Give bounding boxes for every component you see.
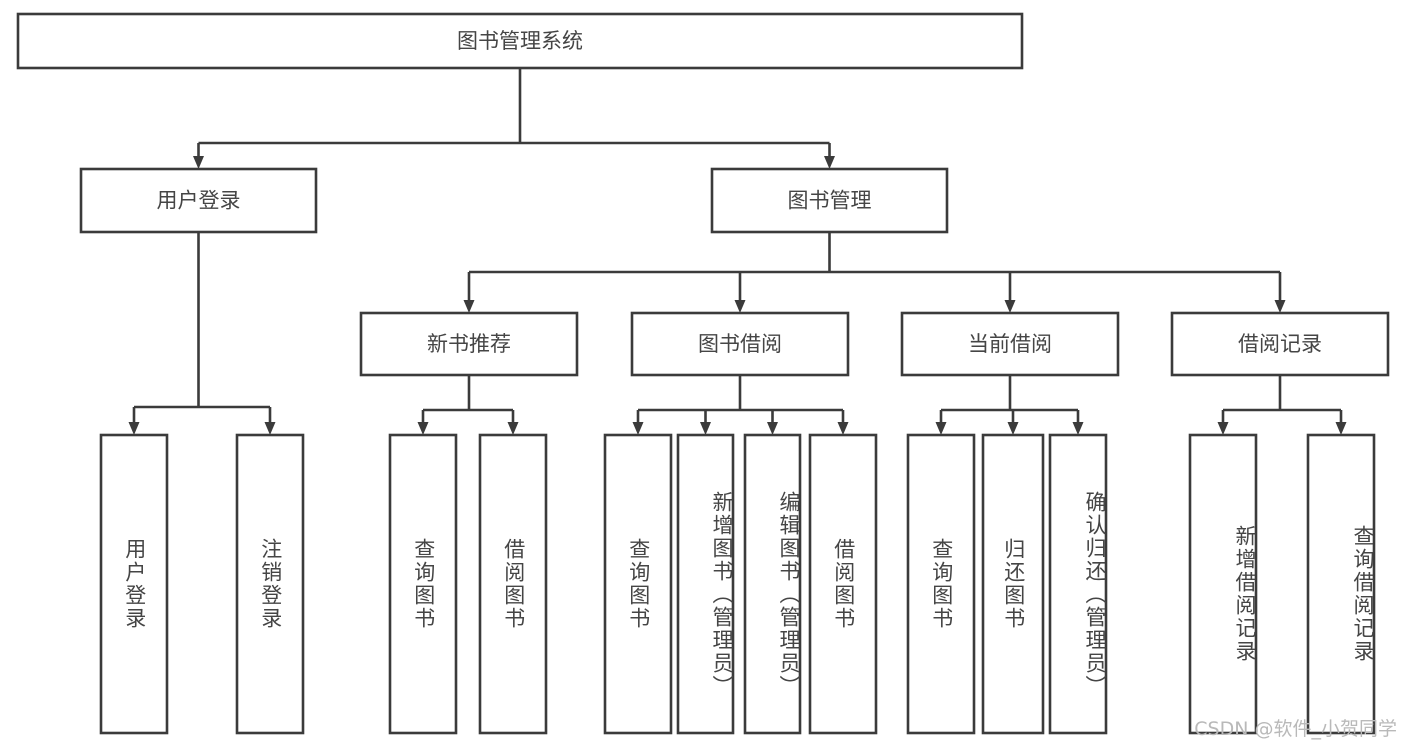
node-label-book-manage: 图书管理 bbox=[788, 189, 872, 213]
node-leaf-query-book-1[interactable] bbox=[388, 433, 458, 735]
node-user-login[interactable]: 用户登录 bbox=[79, 167, 318, 234]
node-label-user-login: 用户登录 bbox=[157, 189, 241, 213]
node-box-leaf-borrow-book-1 bbox=[478, 433, 548, 735]
arrow-head bbox=[1007, 422, 1019, 435]
node-box-user-login bbox=[79, 167, 318, 234]
node-box-leaf-query-book-2 bbox=[603, 433, 673, 735]
arrow-head bbox=[700, 422, 711, 435]
node-leaf-query-book-2[interactable] bbox=[603, 433, 673, 735]
node-label-new-book-recommend: 新书推荐 bbox=[427, 332, 511, 356]
node-leaf-return-book[interactable] bbox=[981, 433, 1045, 735]
node-leaf-user-login[interactable] bbox=[99, 433, 169, 735]
node-box-leaf-user-login bbox=[99, 433, 169, 735]
node-label-borrow-record: 借阅记录 bbox=[1238, 332, 1322, 356]
arrow-head bbox=[1335, 422, 1347, 435]
node-box-leaf-confirm-return-admin bbox=[1048, 433, 1108, 735]
node-box-leaf-query-book-1 bbox=[388, 433, 458, 735]
node-label-book-borrow: 图书借阅 bbox=[698, 332, 782, 356]
node-leaf-borrow-book-1[interactable] bbox=[478, 433, 548, 735]
arrow-head bbox=[1217, 422, 1229, 435]
arrow-head bbox=[463, 300, 475, 313]
arrow-head bbox=[632, 422, 644, 435]
arrow-head bbox=[417, 422, 429, 435]
node-leaf-query-borrow-record[interactable] bbox=[1306, 433, 1376, 735]
node-box-new-book-recommend bbox=[359, 311, 579, 377]
node-box-leaf-add-borrow-record bbox=[1188, 433, 1258, 735]
arrow-head bbox=[193, 156, 204, 169]
arrow-head bbox=[264, 422, 276, 435]
node-box-leaf-query-book-3 bbox=[906, 433, 976, 735]
node-leaf-logout-login[interactable] bbox=[235, 433, 305, 735]
node-book-manage[interactable]: 图书管理 bbox=[710, 167, 949, 234]
node-root: 图书管理系统 bbox=[16, 12, 1024, 70]
node-box-leaf-add-book-admin bbox=[676, 433, 735, 735]
arrow-head bbox=[1274, 300, 1286, 313]
node-box-leaf-return-book bbox=[981, 433, 1045, 735]
node-box-current-borrow bbox=[900, 311, 1120, 377]
arrow-head bbox=[128, 422, 140, 435]
connectors-layer bbox=[128, 68, 1347, 435]
arrow-head bbox=[767, 422, 778, 435]
arrow-head bbox=[1072, 422, 1084, 435]
node-borrow-record[interactable]: 借阅记录 bbox=[1170, 311, 1390, 377]
node-box-leaf-logout-login bbox=[235, 433, 305, 735]
node-leaf-add-book-admin[interactable] bbox=[676, 433, 735, 735]
node-leaf-borrow-book-2[interactable] bbox=[808, 433, 878, 735]
arrow-head bbox=[507, 422, 519, 435]
node-book-borrow[interactable]: 图书借阅 bbox=[630, 311, 850, 377]
arrow-head bbox=[935, 422, 947, 435]
arrow-head bbox=[734, 300, 746, 313]
node-new-book-recommend[interactable]: 新书推荐 bbox=[359, 311, 579, 377]
arrow-head bbox=[1004, 300, 1016, 313]
node-leaf-confirm-return-admin[interactable] bbox=[1048, 433, 1108, 735]
node-box-book-borrow bbox=[630, 311, 850, 377]
node-box-root bbox=[16, 12, 1024, 70]
node-box-book-manage bbox=[710, 167, 949, 234]
arrow-head bbox=[837, 422, 849, 435]
node-box-leaf-query-borrow-record bbox=[1306, 433, 1376, 735]
node-leaf-edit-book-admin[interactable] bbox=[743, 433, 802, 735]
node-box-borrow-record bbox=[1170, 311, 1390, 377]
node-box-leaf-borrow-book-2 bbox=[808, 433, 878, 735]
node-current-borrow[interactable]: 当前借阅 bbox=[900, 311, 1120, 377]
node-leaf-add-borrow-record[interactable] bbox=[1188, 433, 1258, 735]
node-leaf-query-book-3[interactable] bbox=[906, 433, 976, 735]
node-box-leaf-edit-book-admin bbox=[743, 433, 802, 735]
node-label-root: 图书管理系统 bbox=[457, 29, 583, 53]
node-label-current-borrow: 当前借阅 bbox=[968, 332, 1052, 356]
arrow-head bbox=[824, 156, 835, 169]
